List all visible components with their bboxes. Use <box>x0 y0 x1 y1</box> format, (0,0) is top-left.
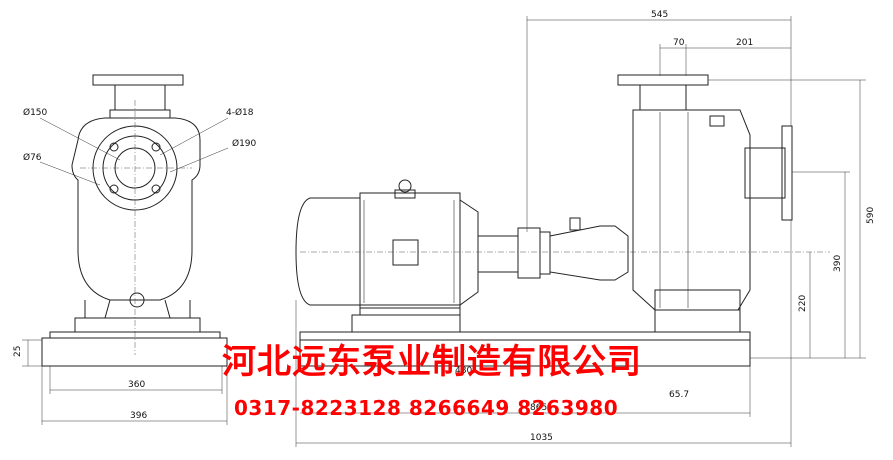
dim-h590: 590 <box>866 207 876 224</box>
lifting-eye-base <box>394 189 416 199</box>
bolt-hole <box>109 142 119 152</box>
foot-right <box>164 299 191 319</box>
dim-h220: 220 <box>798 295 808 312</box>
coupling-half-1 <box>517 227 541 279</box>
dim-bolts: 4-Ø18 <box>226 107 254 118</box>
coupling-half-2 <box>539 231 551 275</box>
dim-d190: Ø190 <box>232 138 257 149</box>
motor-body <box>359 192 461 309</box>
dim-len70: 70 <box>673 38 685 48</box>
pump-foot <box>654 289 741 311</box>
foot-left <box>84 299 111 319</box>
base-plate <box>41 337 228 367</box>
motor-feet <box>359 304 461 316</box>
base-top <box>49 331 221 339</box>
dim-len201: 201 <box>736 38 753 48</box>
outlet-flange <box>92 74 184 86</box>
dim-off65: 65.7 <box>669 390 689 400</box>
company-watermark: 河北远东泵业制造有限公司 <box>222 342 642 382</box>
bolt-hole <box>151 142 161 152</box>
grease-nipple <box>569 217 581 231</box>
pump-casing-side <box>632 109 751 311</box>
lifting-eye <box>398 179 412 193</box>
bolt-hole <box>109 184 119 194</box>
side-view: 545 70 201 590 390 220 480 65.7 865 1035 <box>295 10 876 447</box>
dim-w396: 396 <box>130 411 147 421</box>
inlet-flange <box>781 125 793 221</box>
dim-d76: Ø76 <box>23 152 42 163</box>
leader-d150 <box>39 117 121 161</box>
base-frame-side <box>299 339 751 367</box>
dim-h25: 25 <box>13 346 23 357</box>
leader-bolts <box>159 117 229 156</box>
dim-d150: Ø150 <box>23 107 48 118</box>
leader-d76 <box>39 161 101 186</box>
motor-pedestal <box>351 314 461 333</box>
bearing-housing <box>477 235 519 273</box>
dim-w360: 360 <box>128 380 145 390</box>
pump-casing <box>71 117 201 301</box>
dim-base480: 480 <box>455 366 472 376</box>
bracket <box>549 225 629 281</box>
leader-d190 <box>169 147 229 173</box>
phone-watermark: 0317-8223128 8266649 8263980 <box>234 396 619 420</box>
front-view: Ø150 4-Ø18 Ø190 Ø76 25 360 396 <box>13 74 257 425</box>
outlet-neck <box>114 84 166 111</box>
neck-collar <box>109 109 171 119</box>
dim-base865: 865 <box>530 403 547 413</box>
motor-end-shield <box>459 199 479 306</box>
dim-total1035: 1035 <box>530 433 553 443</box>
inlet-pipe <box>744 147 786 199</box>
fill-plug <box>709 115 725 127</box>
drain-plug <box>129 292 145 308</box>
pedestal <box>74 317 201 333</box>
dim-h390: 390 <box>833 255 843 272</box>
outlet-flange-side <box>617 74 709 86</box>
dim-len545: 545 <box>651 10 668 20</box>
terminal-box <box>392 239 419 266</box>
outlet-neck-side <box>639 84 687 111</box>
pump-pedestal <box>654 309 741 333</box>
motor-fan-cover <box>295 197 361 306</box>
bolt-hole <box>151 184 161 194</box>
